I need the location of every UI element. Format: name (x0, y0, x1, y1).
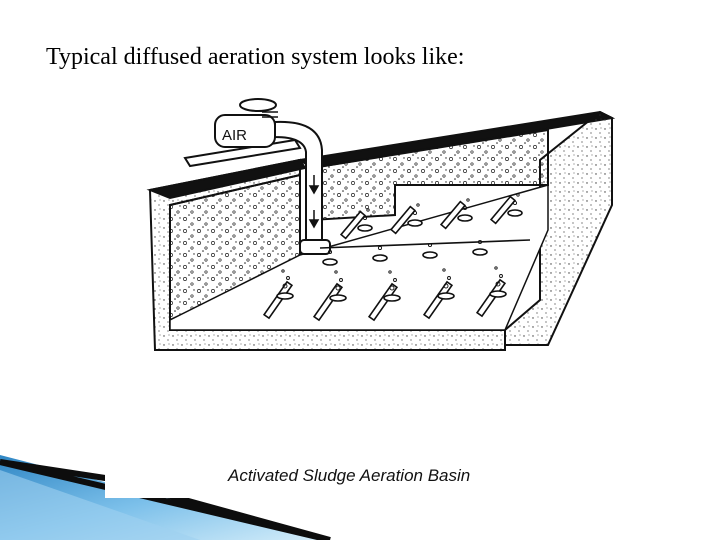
diffuser-lateral (475, 278, 507, 318)
diffuser-lateral (422, 280, 454, 320)
basin-walls (146, 110, 616, 351)
slide-title: Typical diffused aeration system looks l… (46, 44, 465, 70)
diffuser-lateral (367, 282, 399, 322)
diffuser-lateral (262, 280, 294, 320)
air-flow-arrows (308, 175, 320, 229)
diffuser-lateral (339, 210, 367, 240)
diffuser-lateral (439, 200, 467, 230)
diffuser-grid (262, 195, 531, 322)
air-supply-pipe (274, 120, 331, 255)
air-blower: AIR (183, 98, 302, 168)
diffuser-lateral (489, 195, 517, 225)
bubble-plumes (281, 193, 520, 291)
diffuser-lateral (389, 205, 417, 235)
slide-corner-decoration (0, 455, 331, 540)
diffuser-lateral (312, 282, 344, 322)
diagram-caption: Activated Sludge Aeration Basin (228, 466, 471, 485)
air-label: AIR (222, 127, 247, 144)
